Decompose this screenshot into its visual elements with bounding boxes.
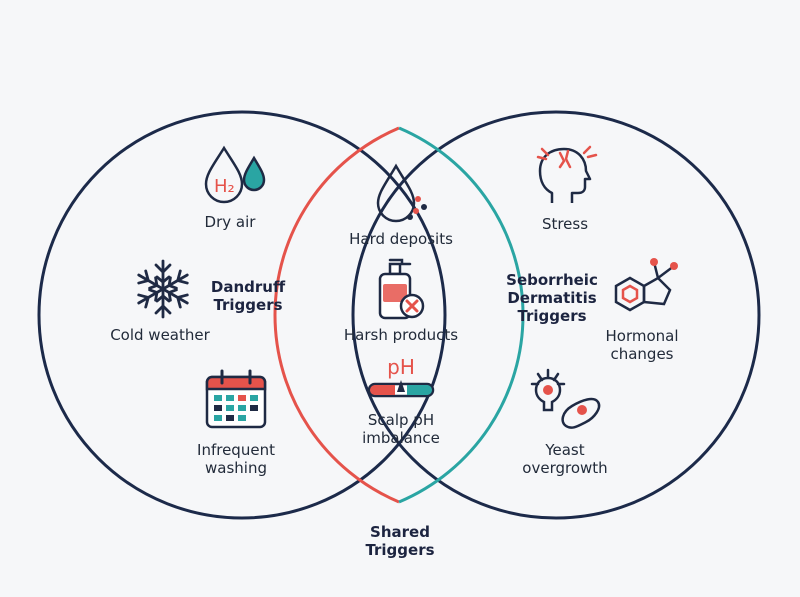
calendar-icon	[205, 369, 267, 429]
ph-scale-icon: pH	[367, 356, 435, 398]
item-harsh-products: Harsh products	[343, 326, 459, 344]
left-set-title: Dandruff Triggers	[200, 278, 296, 314]
water-drops-h2-icon: H₂	[204, 145, 266, 204]
right-circle	[351, 110, 761, 520]
hormone-molecule-icon	[614, 258, 678, 312]
item-hormonal-changes-text: Hormonal changes	[605, 327, 679, 363]
pump-bottle-x-icon	[378, 258, 425, 320]
right-set-title-text: Seborrheic Dermatitis Triggers	[506, 271, 598, 325]
shared-set-title-text: Shared Triggers	[365, 523, 435, 559]
left-set-title-text: Dandruff Triggers	[210, 278, 286, 314]
item-hard-deposits: Hard deposits	[349, 230, 453, 248]
item-hormonal-changes: Hormonal changes	[586, 327, 698, 363]
item-yeast-overgrowth: Yeast overgrowth	[510, 441, 620, 477]
mineral-drop-icon	[376, 163, 427, 223]
lens-right-arc	[398, 126, 525, 504]
yeast-cells-icon	[530, 368, 601, 429]
ph-text: pH	[387, 356, 415, 379]
stressed-head-icon	[536, 145, 598, 203]
item-cold-weather: Cold weather	[110, 326, 210, 344]
item-infrequent-washing-text: Infrequent washing	[197, 441, 275, 477]
h2-text: H₂	[214, 176, 235, 197]
shared-set-title: Shared Triggers	[350, 523, 450, 559]
item-yeast-overgrowth-text: Yeast overgrowth	[522, 441, 608, 477]
right-set-title: Seborrheic Dermatitis Triggers	[500, 271, 604, 325]
item-stress: Stress	[541, 215, 589, 233]
snowflake-icon	[133, 259, 193, 319]
left-circle	[37, 110, 447, 520]
lens-left-arc	[273, 126, 400, 504]
item-scalp-ph-imbalance: Scalp pH imbalance	[346, 411, 456, 447]
item-dry-air: Dry air	[204, 213, 256, 231]
item-scalp-ph-imbalance-text: Scalp pH imbalance	[362, 411, 440, 447]
item-infrequent-washing: Infrequent washing	[176, 441, 296, 477]
